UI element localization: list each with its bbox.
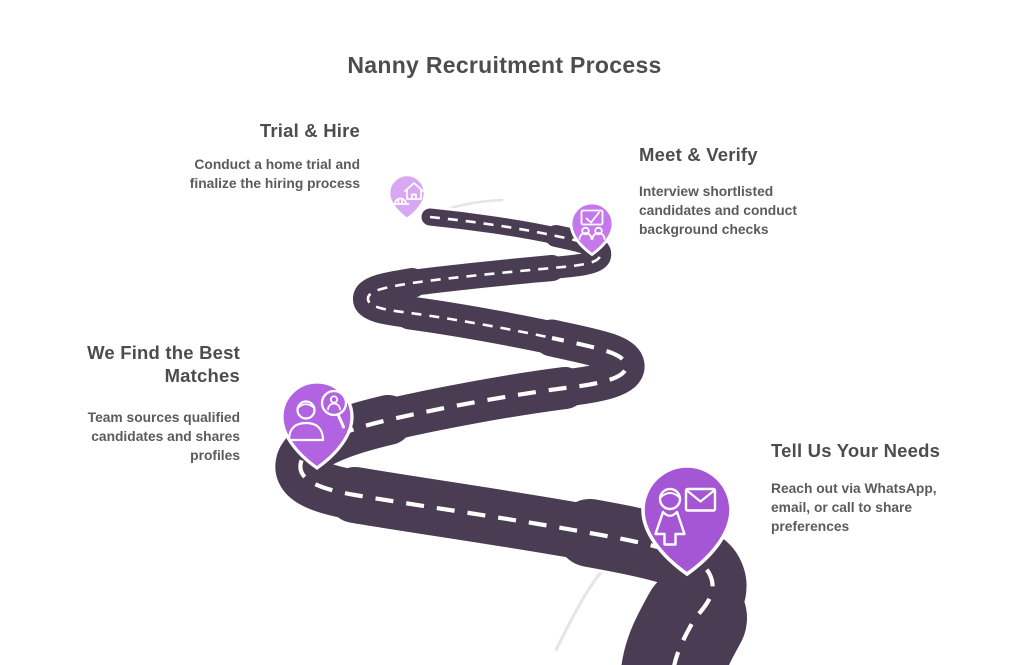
pin-meet-and-verify bbox=[569, 201, 615, 257]
step-heading: Tell Us Your Needs bbox=[771, 440, 941, 461]
pin-we-find-the-best-matches bbox=[280, 380, 354, 470]
center-dash-upper bbox=[366, 215, 602, 340]
road-surface bbox=[275, 208, 747, 665]
step-description: Interview shortlisted candidates and con… bbox=[639, 184, 797, 237]
pin-marker bbox=[641, 464, 733, 577]
page-title: Nanny Recruitment Process bbox=[347, 52, 662, 78]
road-center-dashes bbox=[298, 215, 715, 665]
candidate-search-icon bbox=[287, 389, 348, 442]
pin-trial-and-hire bbox=[387, 173, 427, 221]
step-description: Conduct a home trial and finalize the hi… bbox=[189, 157, 360, 191]
home-trial-icon bbox=[391, 182, 424, 205]
center-dash-lower bbox=[298, 335, 715, 665]
step-description: Team sources qualified candidates and sh… bbox=[87, 410, 240, 463]
step-tell-us-your-needs: Tell Us Your Needs Reach out via WhatsAp… bbox=[771, 439, 986, 536]
step-heading: Trial & Hire bbox=[259, 120, 360, 141]
road-segment bbox=[621, 566, 747, 665]
step-heading: Meet & Verify bbox=[639, 144, 758, 165]
step-description: Reach out via WhatsApp, email, or call t… bbox=[771, 481, 937, 534]
step-heading: We Find the Best Matches bbox=[87, 342, 240, 387]
step-we-find-the-best-matches: We Find the Best Matches Team sources qu… bbox=[30, 341, 240, 466]
contact-icon bbox=[654, 487, 717, 546]
interview-check-icon bbox=[578, 209, 606, 240]
step-trial-and-hire: Trial & Hire Conduct a home trial and fi… bbox=[100, 119, 360, 194]
step-meet-and-verify: Meet & Verify Interview shortlisted cand… bbox=[639, 143, 874, 239]
pin-tell-us-your-needs bbox=[641, 464, 733, 577]
